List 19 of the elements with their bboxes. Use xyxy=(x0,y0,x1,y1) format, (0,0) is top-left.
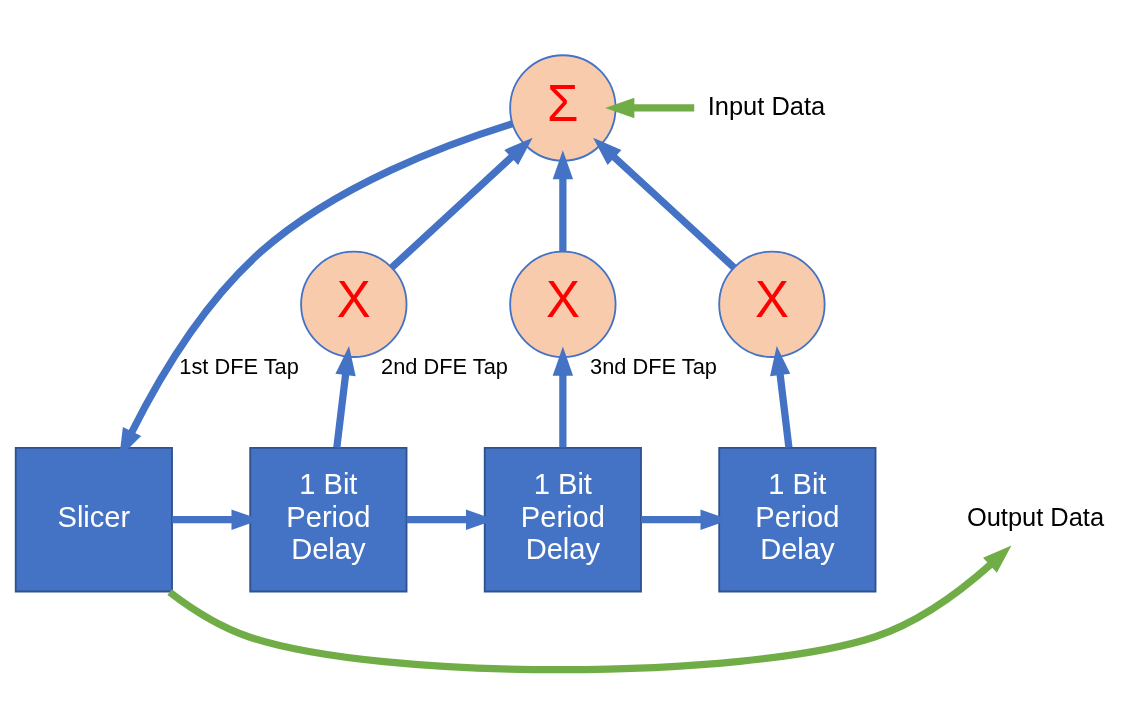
node-label: 1st DFE Tap xyxy=(179,354,299,380)
arrow xyxy=(593,137,737,271)
arrow xyxy=(552,150,574,252)
node-circle: X xyxy=(300,250,408,358)
arrow xyxy=(389,137,533,271)
arrow xyxy=(333,346,356,448)
node-box: 1 Bit Period Delay xyxy=(718,447,877,593)
node-box: Slicer xyxy=(14,447,173,593)
node-circle: X xyxy=(718,250,826,358)
node-box: 1 Bit Period Delay xyxy=(249,447,408,593)
node-circle: X xyxy=(509,250,617,358)
node-text: Output Data xyxy=(966,503,1105,532)
arrow xyxy=(605,97,695,119)
arrow xyxy=(770,346,793,448)
arrow xyxy=(167,545,1012,674)
node-text: Input Data xyxy=(707,91,826,120)
arrow xyxy=(552,346,574,448)
node-circle: Σ xyxy=(509,54,617,162)
node-box: 1 Bit Period Delay xyxy=(483,447,642,593)
